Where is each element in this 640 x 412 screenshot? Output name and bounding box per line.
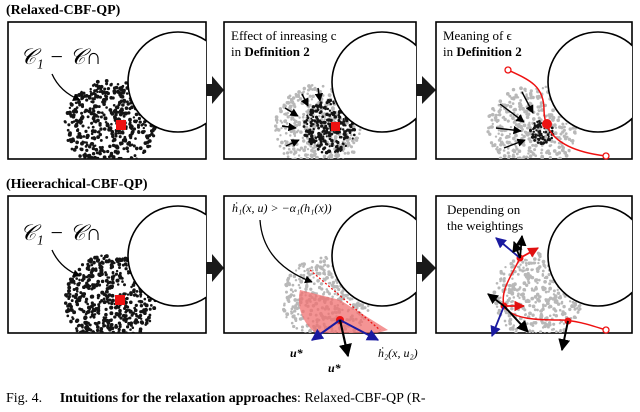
vector-label-u-star-left: u* <box>290 346 304 360</box>
transition-arrow <box>206 76 224 104</box>
vector <box>490 305 505 338</box>
constraint-pointer-arrow <box>259 219 313 284</box>
panel-r1-c3: Meaning of ϵ in Definition 2 <box>435 21 633 160</box>
feasible-region <box>298 290 388 333</box>
shrink-arrows <box>495 91 534 149</box>
vector <box>495 237 521 259</box>
transition-arrow <box>416 76 436 104</box>
obstacle-circle <box>127 205 206 307</box>
current-state-marker <box>115 295 125 305</box>
panel-r1-c2: Effect of inreasing c in Definition 2 <box>223 21 417 160</box>
panel-caption-line1: Effect of inreasing c <box>231 28 337 43</box>
constraint-boundary <box>309 269 381 331</box>
panel-r2-c3: Depending on the weightings <box>435 195 633 352</box>
figure-caption: Fig. 4. Intuitions for the relaxation ap… <box>6 391 426 406</box>
blue-vector-left <box>311 319 341 341</box>
vector-label-h2: ḣ₂(x, u₂) <box>378 346 418 360</box>
obstacle-circle <box>331 205 416 307</box>
vector-label-u-star-bottom: u* <box>328 361 342 375</box>
dark-dot-disk <box>302 99 357 155</box>
trajectory-end <box>602 152 610 160</box>
obstacle-circle <box>547 205 632 307</box>
vector <box>487 293 505 307</box>
panel-caption-line2: in Definition 2 <box>443 44 522 59</box>
set-label: 𝒞₁ − 𝒞∩ <box>20 220 101 245</box>
obstacle-circle <box>127 31 206 133</box>
trajectory-line <box>502 257 607 331</box>
transition-arrow <box>416 254 436 282</box>
vector <box>558 320 571 352</box>
panel-caption-line2: in Definition 2 <box>231 44 310 59</box>
row2-heading: (Hieerachical-CBF-QP) <box>6 177 148 192</box>
transition-arrow <box>206 254 224 282</box>
blue-vector-right <box>339 319 380 341</box>
set-label: 𝒞₁ − 𝒞∩ <box>20 44 101 69</box>
trajectory-end <box>602 326 610 334</box>
vector <box>512 240 523 259</box>
label-pointer-arrow <box>51 73 81 102</box>
current-state-marker <box>331 122 340 131</box>
panel-r2-c1: 𝒞₁ − 𝒞∩ <box>7 195 207 334</box>
shrink-arrows <box>281 87 324 147</box>
vector <box>519 247 539 259</box>
trajectory-start <box>504 66 512 74</box>
row1-heading: (Relaxed-CBF-QP) <box>6 3 121 18</box>
constraint-text: ḣ₁(x, u) > −α₁(h₁(x)) <box>232 201 332 215</box>
panel-r1-c1: 𝒞₁ − 𝒞∩ <box>7 21 207 160</box>
panel-caption-line2: the weightings <box>447 218 523 233</box>
current-state-marker <box>116 120 126 130</box>
obstacle-circle <box>547 31 632 133</box>
current-state-marker <box>542 119 552 129</box>
vector <box>515 234 527 259</box>
label-pointer-arrow <box>51 249 81 278</box>
panel-caption-line1: Meaning of ϵ <box>443 28 512 43</box>
trajectory-line <box>507 69 607 157</box>
panel-caption-line1: Depending on <box>447 202 521 217</box>
panel-r2-c2: ḣ₁(x, u) > −α₁(h₁(x)) <box>223 195 417 358</box>
obstacle-circle <box>331 31 416 133</box>
vector <box>503 305 529 333</box>
black-vector-down <box>338 319 352 358</box>
